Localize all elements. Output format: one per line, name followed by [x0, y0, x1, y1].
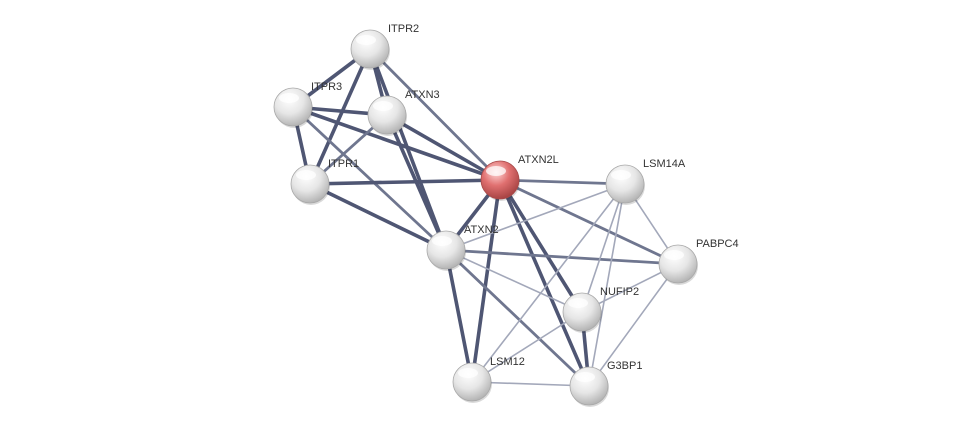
- node-g3bp1[interactable]: G3BP1: [569, 360, 642, 407]
- node-label-itpr2: ITPR2: [388, 23, 419, 35]
- edge-atxn2-lsm14a: [445, 183, 626, 251]
- edge-itpr3-atxn2l: [291, 105, 502, 182]
- node-label-pabpc4: PABPC4: [696, 238, 739, 250]
- node-label-atxn3: ATXN3: [405, 89, 440, 101]
- edge-atxn2l-nufip2: [498, 178, 584, 314]
- node-highlight: [279, 93, 299, 103]
- edge-lsm12-g3bp1: [471, 381, 590, 387]
- node-highlight: [356, 35, 376, 45]
- node-atxn2l[interactable]: ATXN2L: [480, 154, 559, 201]
- node-itpr2[interactable]: ITPR2: [350, 23, 419, 70]
- edge-layer: [291, 47, 680, 388]
- edge-nufip2-lsm12: [471, 311, 583, 383]
- edge-lsm14a-g3bp1: [588, 183, 626, 387]
- node-nufip2[interactable]: NUFIP2: [562, 286, 639, 333]
- node-itpr3[interactable]: ITPR3: [273, 81, 342, 128]
- node-label-itpr1: ITPR1: [328, 158, 359, 170]
- edge-atxn2l-lsm14a: [498, 178, 627, 186]
- edge-atxn2l-lsm12: [470, 178, 502, 384]
- edge-atxn2-lsm12: [444, 248, 474, 384]
- edge-itpr3-atxn2: [291, 105, 448, 252]
- node-lsm14a[interactable]: LSM14A: [605, 158, 686, 205]
- node-label-itpr3: ITPR3: [311, 81, 342, 93]
- edge-pabpc4-g3bp1: [588, 263, 679, 387]
- node-atxn3[interactable]: ATXN3: [367, 89, 440, 136]
- edge-itpr2-atxn2: [368, 47, 448, 252]
- edge-itpr1-atxn2: [308, 182, 448, 252]
- node-label-lsm14a: LSM14A: [643, 158, 686, 170]
- node-label-lsm12: LSM12: [490, 356, 525, 368]
- node-pabpc4[interactable]: PABPC4: [658, 238, 739, 285]
- node-label-atxn2l: ATXN2L: [518, 154, 559, 166]
- node-atxn2[interactable]: ATXN2: [426, 224, 499, 271]
- edge-itpr1-atxn2l: [308, 178, 502, 186]
- node-highlight: [664, 250, 684, 260]
- edge-atxn2-g3bp1: [444, 248, 591, 388]
- node-highlight: [432, 236, 452, 246]
- edge-atxn2-nufip2: [445, 249, 583, 313]
- edge-atxn3-atxn2l: [385, 113, 502, 182]
- node-itpr1[interactable]: ITPR1: [290, 158, 359, 205]
- edge-atxn2-pabpc4: [444, 248, 680, 266]
- node-highlight: [611, 170, 631, 180]
- edge-atxn2l-g3bp1: [498, 178, 591, 388]
- node-highlight: [486, 166, 506, 176]
- node-highlight: [373, 101, 393, 111]
- node-highlight: [568, 298, 588, 308]
- edge-itpr2-atxn2l: [368, 47, 502, 182]
- edge-itpr2-itpr1: [308, 47, 372, 186]
- node-lsm12[interactable]: LSM12: [452, 356, 525, 403]
- node-label-nufip2: NUFIP2: [600, 286, 639, 298]
- edge-atxn2l-pabpc4: [498, 178, 680, 266]
- node-label-atxn2: ATXN2: [464, 224, 499, 236]
- edge-lsm14a-lsm12: [471, 183, 626, 383]
- node-highlight: [296, 170, 316, 180]
- node-highlight: [458, 368, 478, 378]
- node-highlight: [575, 372, 595, 382]
- node-label-g3bp1: G3BP1: [607, 360, 642, 372]
- edge-lsm14a-nufip2: [581, 183, 626, 313]
